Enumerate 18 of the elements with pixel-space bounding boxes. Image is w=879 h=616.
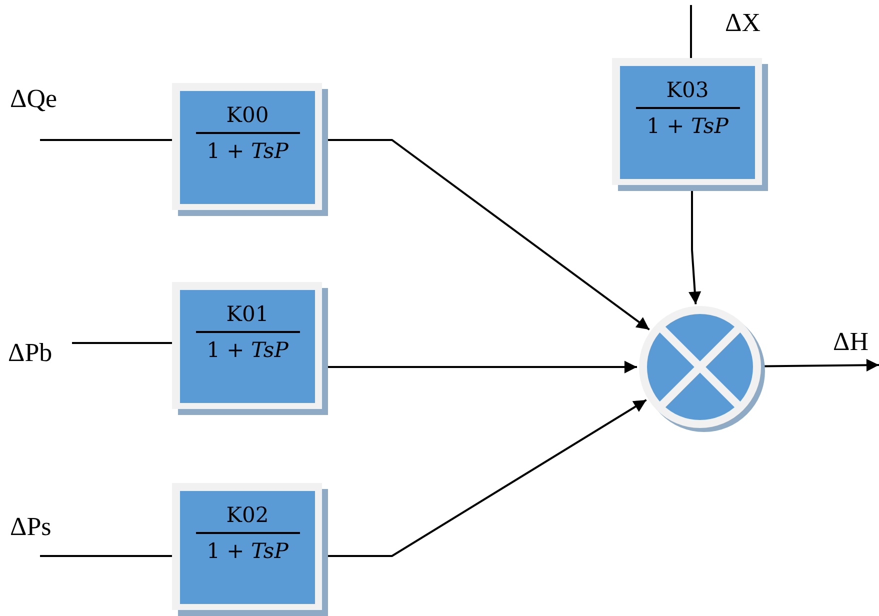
transfer-function-block [612,58,762,185]
denominator: 1 + TsP [206,538,290,565]
numerator: K00 [225,102,270,129]
numerator: K02 [225,502,270,529]
signal-line [690,5,692,58]
denominator: 1 + TsP [206,138,290,165]
arrow [688,191,702,304]
denominator: 1 + TsP [206,337,290,364]
numerator: K03 [665,77,710,104]
denominator: 1 + TsP [646,113,730,140]
signal-line [40,555,172,557]
signal-line [40,139,172,141]
arrow [762,358,879,372]
transfer-function-block [172,282,322,409]
numerator: K01 [225,301,270,328]
transfer-function-block [172,83,322,210]
transfer-function-block [172,483,322,610]
signal-line [72,342,172,344]
